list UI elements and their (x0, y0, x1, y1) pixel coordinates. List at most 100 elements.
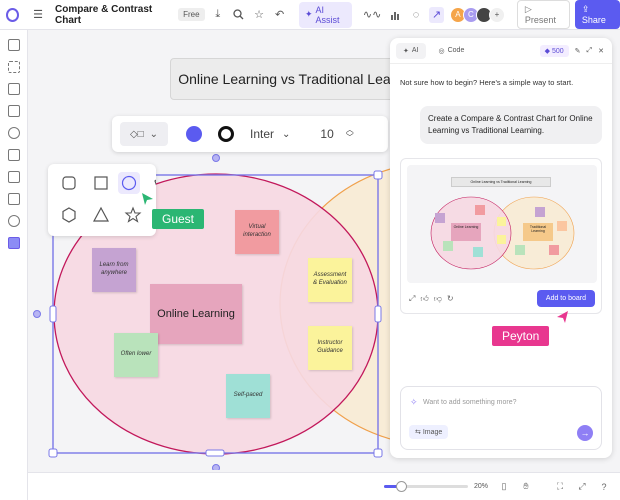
fit-screen-icon[interactable]: ⛶ (556, 481, 564, 491)
resize-handle[interactable] (374, 305, 382, 323)
add-collaborator-icon[interactable]: + (488, 6, 505, 23)
tab-ai[interactable]: ✦ AI (396, 42, 426, 59)
expand-icon[interactable]: ⤢ (409, 294, 416, 303)
chevron-down-icon: ⌄ (282, 128, 291, 140)
text-icon[interactable] (8, 83, 20, 95)
hint-text: Not sure how to begin? Here's a simple w… (400, 78, 574, 87)
guest-cursor-icon (142, 193, 153, 205)
left-toolbar (0, 30, 28, 500)
thumbs-down-icon[interactable]: 👎︎ (433, 294, 442, 303)
connector-handle[interactable] (212, 154, 220, 162)
collaborator-avatars[interactable]: A C + (449, 6, 505, 23)
menu-icon[interactable]: ☰ (33, 9, 43, 21)
sticky-note[interactable]: Learn from anywhere (92, 248, 136, 292)
tab-code[interactable]: ◎ Code (438, 47, 465, 55)
image-icon: ⇆ (415, 429, 421, 436)
pen-icon[interactable] (8, 171, 20, 183)
document-title[interactable]: Compare & Contrast Chart (55, 3, 153, 26)
resize-handle[interactable] (205, 449, 225, 457)
image-chip[interactable]: ⇆ Image (409, 425, 449, 439)
close-icon[interactable]: ✕ (598, 47, 604, 55)
comment-icon[interactable]: ◌ (412, 8, 420, 21)
thumbs-up-icon[interactable]: 👍︎ (420, 294, 429, 303)
grid-icon[interactable] (8, 61, 20, 73)
stepper-arrows-icon[interactable]: ︿﹀ (345, 125, 354, 142)
expand-icon[interactable]: ⤢ (586, 46, 593, 54)
hexagon-shape-icon[interactable] (62, 207, 76, 223)
sticky-note[interactable]: Self-paced (226, 374, 270, 418)
frame-icon[interactable] (8, 149, 20, 161)
code-icon: ◎ (438, 47, 445, 55)
search-icon[interactable] (231, 7, 246, 23)
sticky-note[interactable]: Assessment & Evaluation (308, 258, 352, 302)
sparkle-icon: ✧ (410, 397, 418, 407)
connector-handle[interactable] (33, 310, 41, 318)
star-shape-icon[interactable] (124, 206, 142, 223)
share-icon: ⇪ (581, 4, 590, 14)
preview-right-label: Traditional Learning (529, 225, 547, 233)
chart-title[interactable]: Online Learning vs Traditional Learning (170, 58, 430, 100)
sticky-note-icon[interactable] (8, 127, 20, 139)
shapes-dropdown[interactable]: ◇□ ⌄ (120, 122, 168, 146)
shapes-icon: ◇□ (129, 128, 144, 140)
triangle-shape-icon[interactable] (92, 206, 110, 222)
hand-icon[interactable]: ✋︎ (523, 481, 529, 491)
sparkle-icon: ✦ (403, 47, 409, 55)
app-logo[interactable] (6, 7, 20, 22)
add-to-board-button[interactable]: Add to board (536, 290, 595, 307)
circle-label[interactable]: Online Learning (150, 284, 242, 344)
prompt-input[interactable]: ✧ Want to add something more? ⇆ Image → (400, 386, 602, 450)
connector-handle[interactable] (212, 464, 220, 471)
image-icon[interactable] (8, 105, 20, 117)
table-icon[interactable] (8, 193, 20, 205)
result-preview-card: Online Learning vs Traditional Learning … (400, 158, 602, 314)
sticky-note[interactable]: Instructor Guidance (308, 326, 352, 370)
connector-icon[interactable]: ↗ (429, 6, 444, 23)
pentagon-shape-icon[interactable] (154, 175, 170, 190)
layout-icon[interactable] (8, 39, 20, 51)
send-button[interactable]: → (577, 425, 593, 441)
resize-handle[interactable] (373, 170, 383, 180)
prompt-placeholder: Want to add something more? (423, 399, 517, 406)
format-toolbar: ◇□ ⌄ Inter ⌄ 10 ︿﹀ (112, 116, 388, 152)
edit-icon[interactable]: ✎ (574, 47, 581, 55)
resize-handle[interactable] (48, 448, 58, 458)
fullscreen-icon[interactable]: ⤢ (578, 481, 586, 491)
stroke-color-swatch[interactable] (218, 126, 234, 142)
fill-color-swatch[interactable] (186, 126, 202, 142)
help-icon[interactable]: ? (601, 481, 607, 492)
download-icon[interactable]: ⤓ (215, 8, 221, 20)
ai-assist-label: AI Assist (315, 4, 340, 25)
font-dropdown[interactable]: Inter ⌄ (250, 127, 291, 141)
resize-handle[interactable] (49, 305, 57, 323)
present-button[interactable]: ▷ Present (516, 0, 570, 29)
upload-icon[interactable] (8, 215, 20, 227)
star-icon[interactable]: ☆ (254, 9, 264, 21)
handwriting-icon[interactable]: ∿∿ (362, 9, 382, 21)
ai-assist-button[interactable]: ✦ AI Assist (298, 1, 353, 28)
top-bar: ☰ Compare & Contrast Chart Free ⤓ ☆ ↶ ✦ … (0, 0, 620, 30)
ai-panel: ✦ AI ◎ Code ◆ 500 ✎ ⤢ ✕ Not sure how to … (390, 38, 612, 458)
zoom-level: 20% (473, 483, 488, 490)
sparkle-icon: ✦ (304, 9, 313, 19)
zoom-handle[interactable] (395, 481, 407, 492)
sticky-note[interactable]: Virtual interaction (235, 210, 279, 254)
chart-icon[interactable] (388, 7, 403, 23)
apps-icon[interactable] (8, 237, 20, 249)
resize-handle[interactable] (373, 448, 383, 458)
share-button[interactable]: ⇪ Share (574, 0, 620, 29)
font-size-stepper[interactable]: 10 ︿﹀ (320, 125, 354, 142)
preview-left-label: Online Learning (453, 225, 479, 229)
zoom-slider[interactable] (383, 481, 468, 492)
preview-thumbnail[interactable]: Online Learning vs Traditional Learning … (407, 165, 597, 283)
rounded-square-shape-icon[interactable] (62, 176, 76, 190)
square-shape-icon[interactable] (94, 176, 108, 190)
book-icon[interactable]: ▯ (501, 481, 507, 491)
diamond-icon: ◆ (544, 47, 550, 55)
circle-shape-icon[interactable] (121, 175, 137, 191)
user-message: Create a Compare & Contrast Chart for On… (420, 106, 602, 144)
peyton-cursor-label: Peyton (492, 326, 550, 346)
sticky-note[interactable]: Often lower (114, 333, 158, 377)
refresh-icon[interactable]: ↻ (446, 294, 454, 303)
undo-icon[interactable]: ↶ (275, 9, 285, 21)
